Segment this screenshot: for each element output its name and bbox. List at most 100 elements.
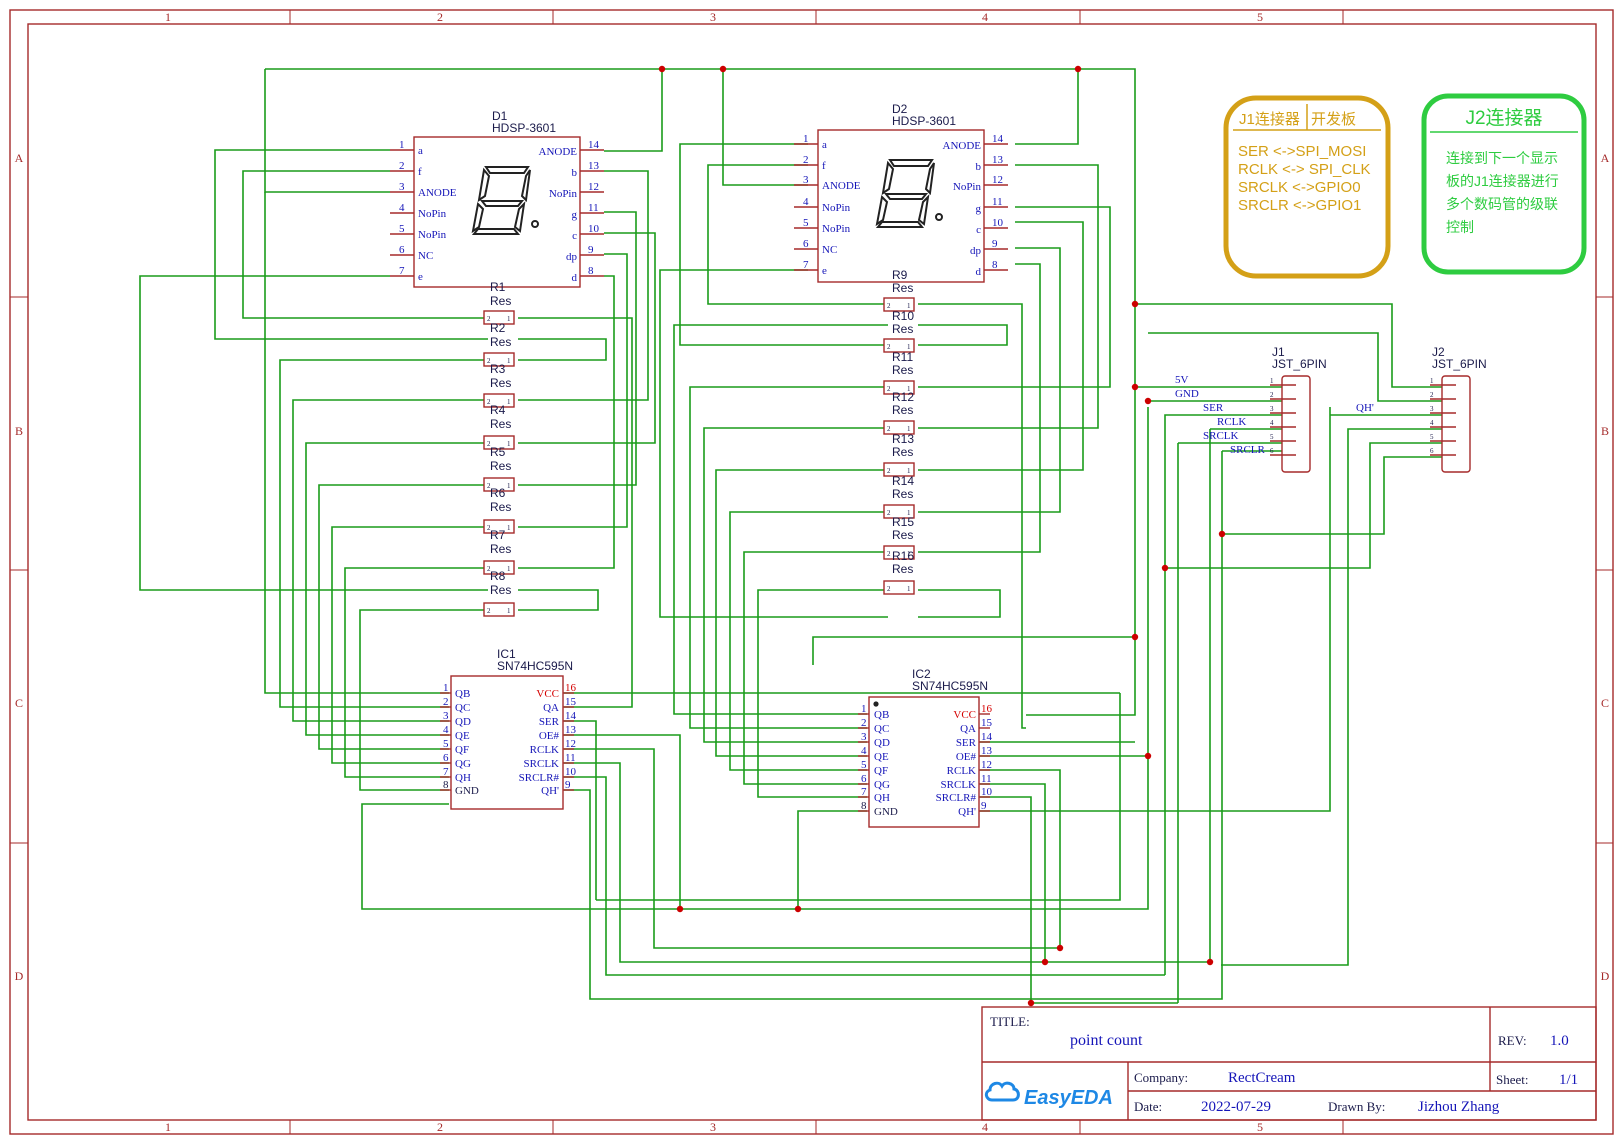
connector-j2[interactable]: J2 JST_6PIN 1 2 3 4 5 6 QH' — [1356, 345, 1487, 473]
net-label: SER — [1203, 402, 1224, 414]
wire — [279, 359, 488, 708]
column-label: 4 — [982, 10, 988, 24]
junctions — [658, 65, 1226, 1007]
resistor-pin: 1 — [907, 385, 911, 393]
resistor-pin: 2 — [487, 482, 491, 490]
pin-number: 4 — [861, 745, 867, 757]
resistor-r5[interactable]: R5 Res 2 1 — [483, 445, 515, 492]
pin-number: 2 — [399, 160, 405, 172]
resistor-ref: R11 — [892, 350, 913, 364]
note-line: SRCLR <->GPIO1 — [1238, 197, 1361, 214]
resistor-pin: 2 — [487, 398, 491, 406]
wire — [518, 170, 649, 401]
resistor-body — [483, 560, 515, 575]
display-d1[interactable]: D1 HDSP-3601 1 2 3 4 5 6 7 — [390, 109, 604, 288]
pin-number: 4 — [1430, 419, 1434, 427]
pin-name: a — [822, 139, 827, 151]
pin-number: 8 — [443, 779, 449, 791]
pin-number: 16 — [565, 682, 577, 694]
row-label: C — [15, 696, 23, 710]
resistor-r3[interactable]: R3 Res 2 1 — [483, 362, 515, 408]
resistor-r8[interactable]: R8 Res 2 1 — [483, 569, 515, 617]
pin-number: 13 — [981, 745, 993, 757]
pin-number: 16 — [981, 703, 993, 715]
row-label: D — [1601, 969, 1610, 983]
pin-number: 5 — [861, 759, 867, 771]
pin-number: 3 — [1270, 405, 1274, 413]
component-part: JST_6PIN — [1432, 357, 1487, 371]
ic1-left-pins: 1 2 3 4 5 6 7 8 QB QC QD QE QF QG QH GND — [440, 682, 479, 797]
resistor-r7[interactable]: R7 Res 2 1 — [483, 528, 515, 575]
pin-number: 3 — [399, 181, 405, 193]
wire — [305, 442, 488, 736]
resistor-value: Res — [490, 500, 511, 514]
row-label: B — [15, 424, 23, 438]
resistor-r2[interactable]: R2 Res 2 1 — [483, 321, 515, 367]
wire — [1148, 332, 1442, 402]
column-label: 5 — [1257, 1120, 1263, 1134]
row-label: A — [15, 151, 24, 165]
resistor-r13[interactable]: R13 Res 2 1 — [883, 432, 915, 477]
pin-name: SRCLK — [524, 758, 560, 770]
j1-net-labels: 5V GND SER RCLK SRCLK SRCLR — [1175, 374, 1266, 456]
junction — [794, 905, 802, 913]
sheet-label: Sheet: — [1496, 1072, 1529, 1087]
component-ref: D2 — [892, 102, 908, 116]
resistor-r1[interactable]: R1 Res 2 1 — [483, 280, 515, 325]
wire — [518, 317, 633, 708]
wire — [757, 589, 888, 798]
pin-number: 3 — [1430, 405, 1434, 413]
resistor-r12[interactable]: R12 Res 2 1 — [883, 390, 915, 435]
component-part: JST_6PIN — [1272, 357, 1327, 371]
resistor-pin: 1 — [907, 509, 911, 517]
wire — [518, 275, 615, 569]
pin-name: QF — [874, 765, 888, 777]
resistor-r14[interactable]: R14 Res 2 1 — [883, 474, 915, 519]
connector-j1[interactable]: J1 JST_6PIN 1 2 3 4 5 6 5V GND SER RCLK … — [1175, 345, 1327, 473]
resistor-r11[interactable]: R11 Res 2 1 — [883, 350, 915, 395]
easyeda-logo: EasyEDA — [984, 1081, 1113, 1109]
row-label: D — [15, 969, 24, 983]
resistor-r6[interactable]: R6 Res 2 1 — [483, 486, 515, 534]
ic-ic1[interactable]: IC1 SN74HC595N 1 2 3 4 5 6 7 8 QB QC QD … — [440, 647, 577, 810]
wire — [797, 810, 867, 909]
ic-ic2[interactable]: IC2 SN74HC595N 1 2 3 4 5 6 7 8 QB QC QD … — [858, 667, 993, 828]
junction — [1218, 530, 1226, 538]
date: 2022-07-29 — [1201, 1099, 1271, 1115]
resistor-r15[interactable]: R15 Res 2 1 — [883, 515, 915, 560]
note-line: RCLK <-> SPI_CLK — [1238, 161, 1371, 178]
pin-number: 9 — [981, 800, 987, 812]
junction — [1131, 300, 1139, 308]
resistor-body — [483, 352, 515, 367]
resistor-body — [883, 580, 915, 595]
wire — [679, 143, 888, 346]
note-frame — [1421, 93, 1587, 275]
pin-number: 1 — [1270, 377, 1274, 385]
resistor-pin: 2 — [487, 607, 491, 615]
resistor-r4[interactable]: R4 Res 2 1 — [483, 403, 515, 450]
pin-name: OE# — [956, 751, 977, 763]
resistor-value: Res — [490, 542, 511, 556]
wire — [980, 783, 1046, 962]
pin-number: 10 — [588, 223, 600, 235]
pin-name: ANODE — [418, 187, 457, 199]
pin-number: 4 — [803, 196, 809, 208]
wire — [918, 247, 1061, 513]
resistor-pin: 2 — [887, 343, 891, 351]
wire — [689, 386, 888, 729]
resistor-body — [483, 519, 515, 534]
display-d2[interactable]: D2 HDSP-3601 1 2 3 4 5 6 7 — [794, 102, 1008, 283]
pin-number: 7 — [861, 786, 867, 798]
component-body — [450, 675, 564, 810]
note-j2: J2连接器 连接到下一个显示 板的J1连接器进行 多个数码管的级联 控制 — [1421, 93, 1587, 275]
resistor-r9[interactable]: R9 Res 2 1 — [883, 268, 915, 312]
pin-name: SRCLR# — [519, 772, 560, 784]
pin-number: 12 — [992, 174, 1003, 186]
resistor-ref: R15 — [892, 515, 914, 529]
resistor-r10[interactable]: R10 Res 2 1 — [883, 309, 915, 353]
resistor-r16[interactable]: R16 Res 2 1 — [883, 549, 915, 595]
resistor-body — [483, 393, 515, 408]
pin-name: SER — [539, 716, 560, 728]
junction — [1041, 958, 1049, 966]
pin-name: d — [976, 266, 982, 278]
